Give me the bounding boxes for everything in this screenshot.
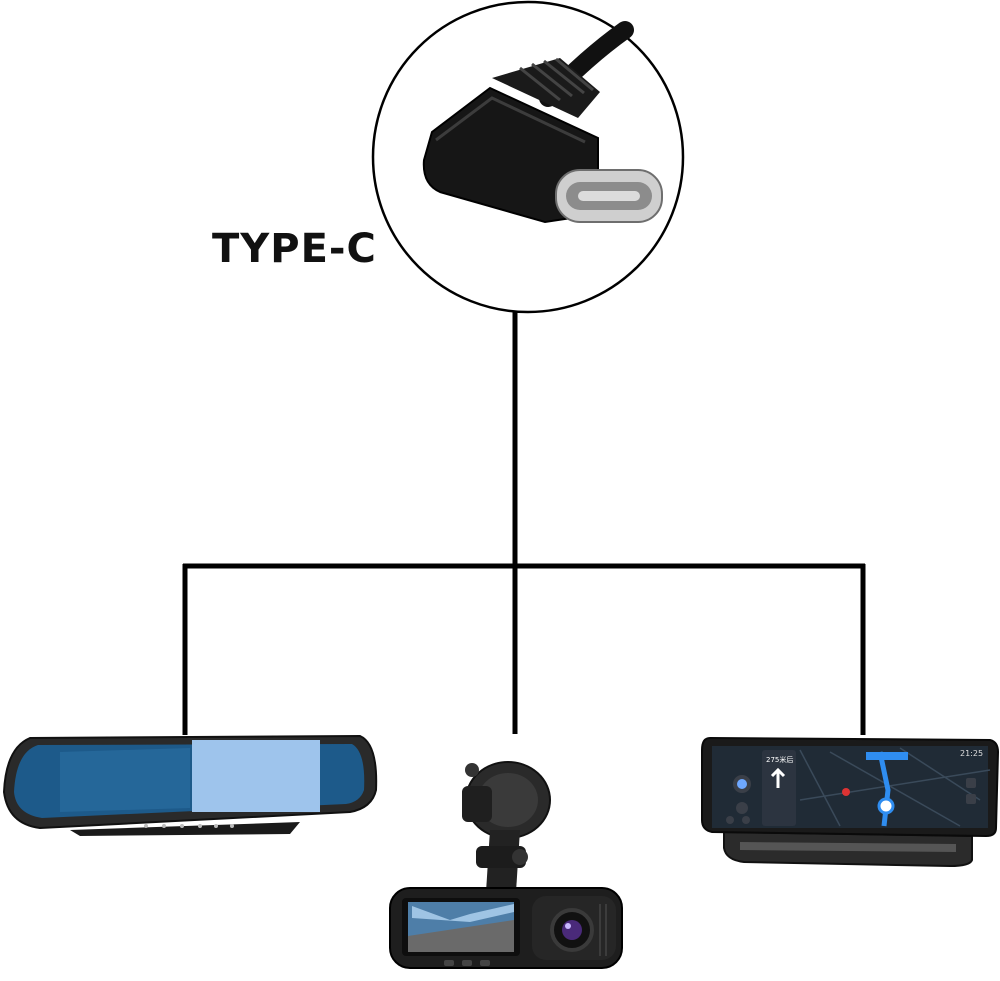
- rearview-mirror-camera-icon: [2, 734, 378, 836]
- usb-c-right-angle-cable-icon: [422, 21, 663, 224]
- navigator-distance: 275米后: [766, 755, 793, 764]
- connection-lines: [182, 312, 866, 735]
- dashcam-icon: [389, 761, 623, 969]
- connector-circle: [371, 0, 685, 314]
- navigator-time: 21:25: [960, 749, 983, 758]
- dashboard-navigation-screen-icon: 275米后 21:25: [701, 736, 1000, 868]
- connector-type-label: TYPE-C: [212, 226, 377, 272]
